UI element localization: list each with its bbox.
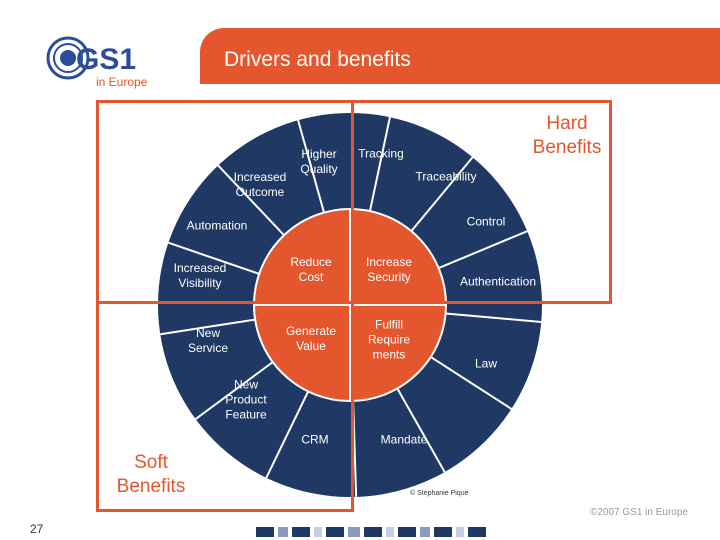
header-bar: Drivers and benefits: [200, 28, 720, 84]
ring-divider: [160, 318, 256, 336]
slide-number: 27: [30, 522, 44, 536]
ring-divider: [265, 390, 310, 479]
ring-divider: [396, 388, 446, 473]
ring-label-control: Control: [466, 214, 506, 229]
ring-label-tracking: Tracking: [358, 146, 404, 161]
ring-label-crm: CRM: [301, 432, 329, 447]
ring-divider: [194, 361, 274, 420]
gs1-logo: GS1 in Europe: [46, 36, 148, 89]
credit-text: © Stephanie Pique: [410, 490, 469, 497]
ring-divider: [217, 164, 285, 236]
copyright-text: ©2007 GS1 in Europe: [590, 507, 688, 518]
ring-divider: [430, 356, 512, 410]
ring-divider: [410, 156, 474, 232]
ring-label-law: Law: [474, 356, 498, 371]
footer-decoration: [256, 527, 486, 537]
slide-title: Drivers and benefits: [224, 48, 411, 71]
ring-divider: [445, 312, 542, 323]
ring-label-automation: Automation: [186, 218, 248, 233]
ring-divider: [297, 119, 325, 213]
soft-benefits-frame: [96, 100, 354, 512]
ring-label-authentication: Authentication: [459, 274, 537, 289]
ring-divider: [438, 230, 528, 270]
ring-label-mandate: Mandate: [380, 432, 428, 447]
ring-divider: [168, 241, 260, 275]
logo-subtext: in Europe: [96, 75, 148, 89]
ring-label-traceability: Traceability: [415, 169, 477, 184]
ring-divider: [368, 116, 391, 212]
gs1-logo-mark: GS1 in Europe: [46, 36, 148, 89]
logo-text: GS1: [76, 43, 136, 76]
